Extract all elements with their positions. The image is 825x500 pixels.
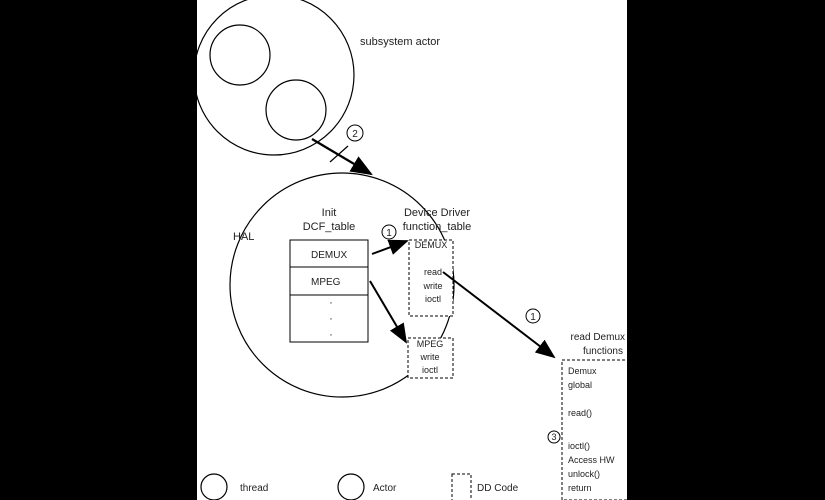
init-row-mpeg: MPEG bbox=[311, 277, 341, 288]
legend-actor-label: Actor bbox=[373, 483, 397, 494]
subsystem-actor-circle bbox=[197, 0, 355, 156]
legend-actor-icon bbox=[337, 473, 365, 500]
init-title: Init bbox=[322, 207, 337, 219]
demux-box-read: read bbox=[424, 267, 442, 277]
read-demux-line: Demux bbox=[568, 366, 597, 376]
legend-dd-code-label: DD Code bbox=[477, 483, 519, 494]
marker-2-circle bbox=[346, 124, 364, 142]
arrow-mpeg-row-to-mpeg-box bbox=[369, 280, 408, 344]
marker-1-top-circle bbox=[381, 224, 397, 240]
subsystem-actor-label: subsystem actor bbox=[360, 36, 440, 48]
mpeg-box-mpeg: MPEG bbox=[417, 339, 444, 349]
read-demux-title: read Demux bbox=[571, 332, 625, 343]
hal-actor-circle bbox=[229, 172, 455, 398]
arrow-subsystem-to-hal bbox=[311, 138, 373, 176]
arrow-crossbar bbox=[329, 145, 349, 163]
init-title-2: DCF_table bbox=[303, 221, 356, 233]
read-demux-line: global bbox=[568, 380, 592, 390]
read-demux-line: Access HW bbox=[568, 455, 615, 465]
diagram-svg: subsystem actor 2 HAL Init DCF_table DEM… bbox=[197, 0, 627, 500]
marker-1-right-label: 1 bbox=[530, 312, 536, 323]
read-demux-line: unlock() bbox=[568, 469, 600, 479]
read-demux-line: read() bbox=[568, 408, 592, 418]
dd-title: Device Driver bbox=[404, 207, 470, 219]
init-ellipsis-2: · bbox=[329, 313, 333, 325]
marker-3-circle bbox=[547, 430, 561, 444]
mpeg-box-ioctl: ioctl bbox=[422, 365, 438, 375]
arrow-read-to-functions bbox=[442, 271, 556, 359]
legend-dd-code-icon bbox=[451, 473, 472, 500]
dd-title-2: function_table bbox=[403, 221, 472, 233]
read-demux-line: ioctl() bbox=[568, 441, 590, 451]
marker-2-label: 2 bbox=[352, 129, 358, 140]
demux-box-write: write bbox=[422, 281, 442, 291]
init-ellipsis-3: · bbox=[329, 329, 333, 341]
init-table bbox=[289, 239, 369, 343]
thread-circle-2 bbox=[265, 79, 327, 141]
demux-box bbox=[408, 239, 454, 317]
demux-box-ioctl: ioctl bbox=[425, 294, 441, 304]
mpeg-box-write: write bbox=[419, 352, 439, 362]
arrow-init-to-demux bbox=[371, 239, 409, 255]
marker-3-label: 3 bbox=[551, 432, 556, 442]
demux-box-header: DEMUX bbox=[415, 240, 448, 250]
hal-label: HAL bbox=[233, 231, 254, 243]
diagram-canvas: subsystem actor 2 HAL Init DCF_table DEM… bbox=[197, 0, 627, 500]
marker-1-top-label: 1 bbox=[386, 228, 392, 239]
read-demux-title-2: functions bbox=[583, 346, 623, 357]
marker-1-right-circle bbox=[525, 308, 541, 324]
legend-thread-label: thread bbox=[240, 483, 268, 494]
read-demux-line: return bbox=[568, 483, 592, 493]
mpeg-box bbox=[407, 337, 454, 379]
legend-thread-icon bbox=[200, 473, 228, 500]
init-row-demux: DEMUX bbox=[311, 250, 347, 261]
read-demux-box bbox=[561, 359, 627, 500]
init-ellipsis-1: · bbox=[329, 297, 333, 309]
thread-circle-1 bbox=[209, 24, 271, 86]
